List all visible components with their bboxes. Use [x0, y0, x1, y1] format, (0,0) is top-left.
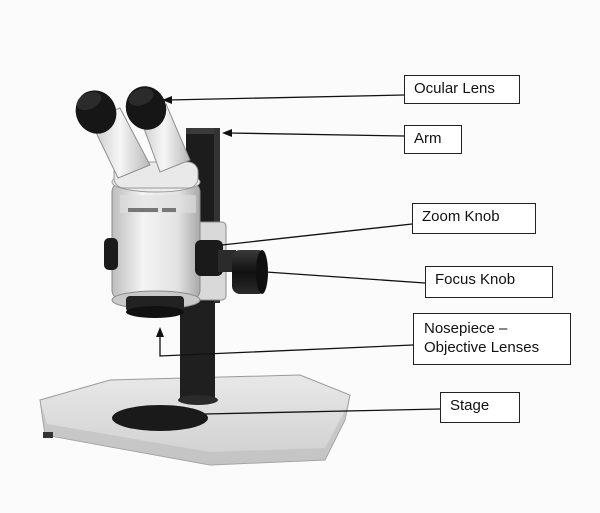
arrowhead-nosepiece	[156, 327, 164, 337]
leader-line-nosepiece	[159, 334, 414, 357]
ocular-lens-right	[125, 86, 167, 130]
microscope-body	[104, 171, 201, 310]
focus-knob-assembly	[195, 240, 268, 294]
label-zoom-knob: Zoom Knob	[412, 203, 536, 234]
label-focus-knob: Focus Knob	[425, 266, 553, 298]
arrowhead-arm	[222, 129, 232, 137]
label-arm: Arm	[404, 125, 462, 154]
leader-line-zoom	[221, 223, 413, 246]
leader-line-focus	[265, 271, 426, 284]
leader-line-stage	[204, 408, 441, 415]
stage-plate-opening	[112, 405, 208, 431]
ocular-lens-left	[75, 90, 117, 134]
leader-line-arm	[227, 132, 405, 137]
objective-lens-assembly	[126, 296, 184, 318]
microscope-base	[39, 374, 351, 466]
label-ocular-lens: Ocular Lens	[404, 75, 520, 104]
label-nosepiece-objective-lenses: Nosepiece – Objective Lenses	[413, 313, 571, 365]
label-stage: Stage	[440, 392, 520, 423]
binocular-head	[75, 86, 199, 189]
leader-lines	[156, 94, 441, 415]
leader-line-ocular	[167, 94, 405, 101]
arrowhead-ocular	[162, 96, 172, 104]
